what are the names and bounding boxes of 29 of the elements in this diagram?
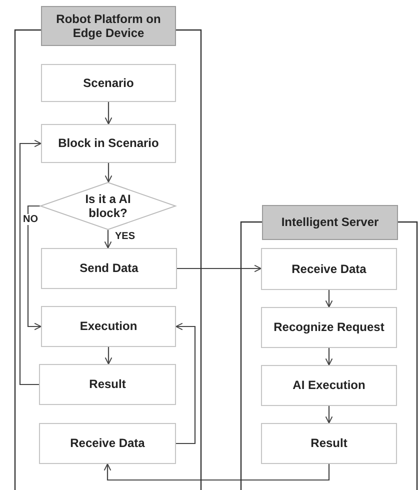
arrow	[104, 163, 112, 182]
process-box: Block in Scenario	[41, 124, 176, 163]
process-box: Recognize Request	[261, 307, 397, 348]
process-box: Receive Data	[261, 248, 397, 290]
arrow	[325, 406, 333, 424]
swimlane-frame	[14, 6, 202, 490]
arrow	[19, 140, 42, 386]
process-box: Result	[261, 423, 397, 464]
edge-label: YES	[114, 231, 136, 242]
process-box: Execution	[41, 306, 176, 347]
lane-header: Robot Platform on Edge Device	[41, 6, 176, 46]
arrow	[104, 230, 112, 248]
swimlane-frame	[240, 205, 418, 490]
edge-label: NO	[22, 214, 39, 225]
process-box: AI Execution	[261, 365, 397, 406]
arrow	[27, 205, 42, 330]
arrow	[177, 264, 262, 272]
arrow	[104, 102, 112, 124]
arrow	[104, 464, 330, 481]
process-box: Send Data	[41, 248, 177, 289]
arrow	[176, 322, 196, 444]
process-box: Receive Data	[39, 423, 176, 464]
arrow	[104, 347, 112, 364]
process-box: Result	[39, 364, 176, 405]
lane-header: Intelligent Server	[262, 205, 398, 240]
arrow	[325, 290, 333, 308]
arrow	[325, 348, 333, 366]
process-box: Scenario	[41, 64, 176, 102]
decision-diamond: Is it a AI block?	[40, 182, 176, 230]
